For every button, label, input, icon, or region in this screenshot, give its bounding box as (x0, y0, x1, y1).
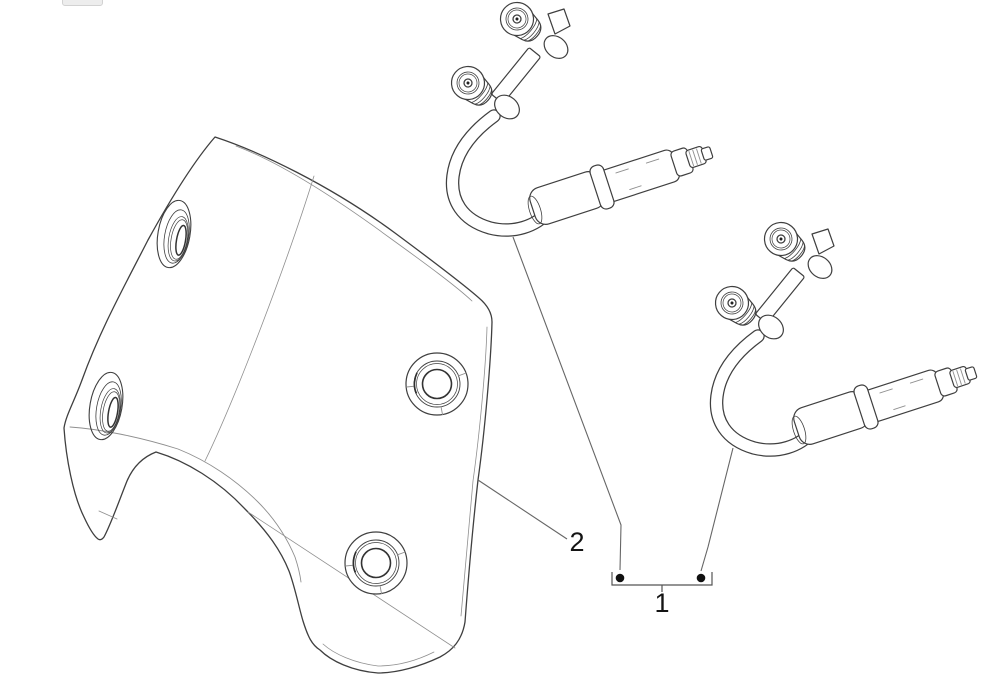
leader-line-part1-upper (512, 236, 622, 571)
windshield-mounting-plate (63, 136, 493, 674)
hose-assembly-lower (709, 216, 977, 450)
plate-right-edge-thickness (460, 326, 488, 617)
arch-cutout-band (69, 426, 302, 583)
callout-1-dot-right (696, 573, 706, 583)
foot-crease (98, 510, 118, 520)
leader-line-part1-lower (700, 447, 734, 572)
callout-label-2[interactable]: 2 (569, 527, 584, 557)
callout-1-dot-left (615, 573, 625, 583)
partial-button[interactable] (62, 0, 103, 6)
hose-assembly-upper (445, 0, 713, 230)
grommet-upper (405, 352, 469, 416)
plate-top-edge-thickness (235, 145, 473, 302)
leader-line-part2 (477, 479, 568, 540)
callout-1-bracket (611, 572, 713, 592)
plate-crease-line (204, 175, 315, 462)
plate-bottom-edge-thickness (322, 643, 435, 667)
callout-label-1[interactable]: 1 (654, 588, 669, 618)
grommet-lower (344, 531, 408, 595)
